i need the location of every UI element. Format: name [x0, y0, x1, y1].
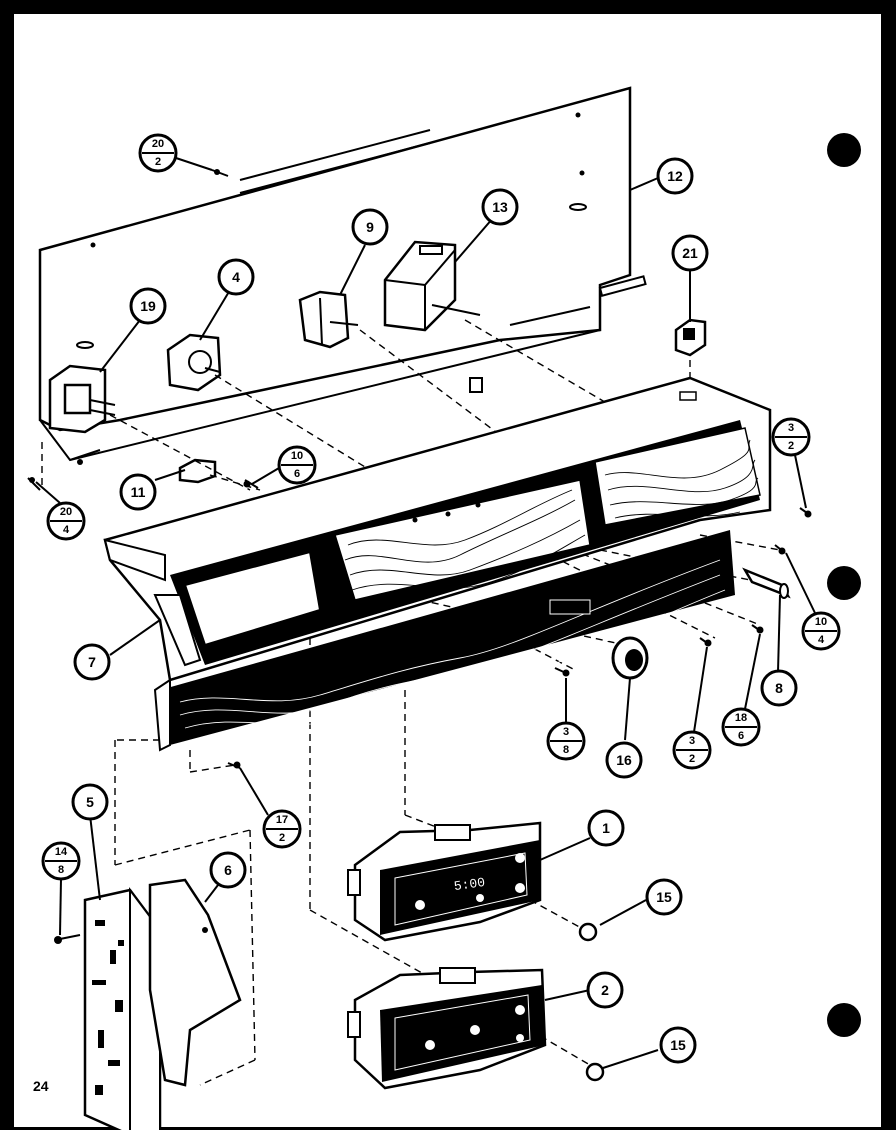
callout-6: 6: [209, 851, 247, 889]
part-6-bracket: [148, 878, 242, 1087]
svg-text:2: 2: [279, 832, 285, 844]
callout-18-6: 18 6: [721, 707, 761, 747]
part-1-timer-module: 5:00: [347, 821, 542, 942]
svg-text:20: 20: [60, 506, 72, 518]
svg-text:12: 12: [667, 168, 683, 184]
svg-text:5: 5: [86, 794, 94, 810]
svg-text:16: 16: [616, 752, 632, 768]
callout-15-lower: 15: [659, 1026, 697, 1064]
timer-display-text: 5:00: [453, 875, 486, 894]
panel-display-window-right: [594, 427, 761, 526]
callout-1: 1: [587, 809, 625, 847]
callout-2: 2: [586, 971, 624, 1009]
svg-text:8: 8: [563, 744, 569, 756]
callout-17-2: 17 2: [262, 809, 302, 849]
svg-text:8: 8: [58, 864, 64, 876]
callout-16: 16: [605, 741, 643, 779]
callout-7: 7: [73, 643, 111, 681]
part-12-back-panel: [38, 86, 647, 465]
callout-3-8: 38: [546, 721, 586, 761]
callout-8: 8: [760, 669, 798, 707]
part-8-spacer: [742, 567, 791, 599]
svg-text:6: 6: [224, 862, 232, 878]
part-15-nuts: [578, 922, 605, 1082]
part-9-switch: [298, 290, 359, 349]
callout-19: 19: [129, 287, 167, 325]
binder-hole-bottom: [827, 1003, 861, 1037]
callout-11: 11: [119, 473, 157, 511]
part-13-relay: [383, 240, 481, 332]
callout-20-2: 20 2: [138, 133, 178, 173]
part-21-switch: [674, 318, 707, 357]
svg-text:2: 2: [601, 982, 609, 998]
callout-10-6: 10 6: [277, 445, 317, 485]
part-11-terminal: [178, 458, 217, 484]
callout-12: 12: [656, 157, 694, 195]
svg-text:9: 9: [366, 219, 374, 235]
svg-text:1: 1: [602, 820, 610, 836]
binder-hole-top: [827, 133, 861, 167]
svg-text:2: 2: [155, 156, 161, 168]
callout-14-8: 14 8: [41, 841, 81, 881]
panel-display-window-left: [334, 479, 591, 601]
callout-4: 4: [217, 258, 255, 296]
svg-text:3: 3: [788, 422, 794, 434]
svg-text:3: 3: [563, 726, 569, 738]
svg-text:6: 6: [294, 468, 300, 480]
svg-text:14: 14: [55, 846, 68, 858]
callout-9: 9: [351, 208, 389, 246]
callout-10-4: 10 4: [801, 611, 841, 651]
svg-text:3: 3: [689, 735, 695, 747]
svg-text:11: 11: [131, 484, 146, 500]
svg-text:19: 19: [140, 298, 156, 314]
part-2-control-module: [347, 967, 547, 1090]
part-16-knob: [611, 636, 649, 680]
callout-5: 5: [71, 783, 109, 821]
svg-text:7: 7: [88, 654, 96, 670]
callout-21: 21: [671, 234, 709, 272]
callout-3-2-lower: 32: [672, 730, 712, 770]
part-19-receptacle: [48, 364, 116, 434]
callout-13: 13: [481, 188, 519, 226]
svg-text:8: 8: [775, 680, 783, 696]
callout-20-4: 20 4: [46, 501, 86, 541]
callout-15-upper: 15: [645, 878, 683, 916]
svg-text:4: 4: [818, 634, 825, 646]
screws: [27, 477, 812, 944]
svg-text:6: 6: [738, 730, 744, 742]
callout-leaders: [89, 177, 781, 1069]
svg-text:4: 4: [232, 269, 240, 285]
screw-20-2: [211, 169, 229, 177]
svg-text:4: 4: [63, 524, 70, 536]
panel-clip: [469, 377, 483, 393]
svg-text:21: 21: [682, 245, 698, 261]
part-7-control-panel: [103, 376, 772, 752]
svg-text:17: 17: [276, 814, 288, 826]
fraction-callout-leaders: [35, 157, 816, 936]
page-number: 24: [33, 1078, 49, 1094]
svg-text:15: 15: [670, 1037, 686, 1053]
svg-text:10: 10: [291, 450, 303, 462]
svg-text:20: 20: [152, 138, 164, 150]
svg-text:2: 2: [788, 440, 794, 452]
binder-hole-middle: [827, 566, 861, 600]
svg-text:2: 2: [689, 753, 695, 765]
svg-text:15: 15: [656, 889, 672, 905]
svg-text:10: 10: [815, 616, 827, 628]
svg-text:18: 18: [735, 712, 747, 724]
part-4-control: [166, 333, 222, 392]
callout-3-2-upper: 32: [771, 417, 811, 457]
svg-text:13: 13: [492, 199, 508, 215]
